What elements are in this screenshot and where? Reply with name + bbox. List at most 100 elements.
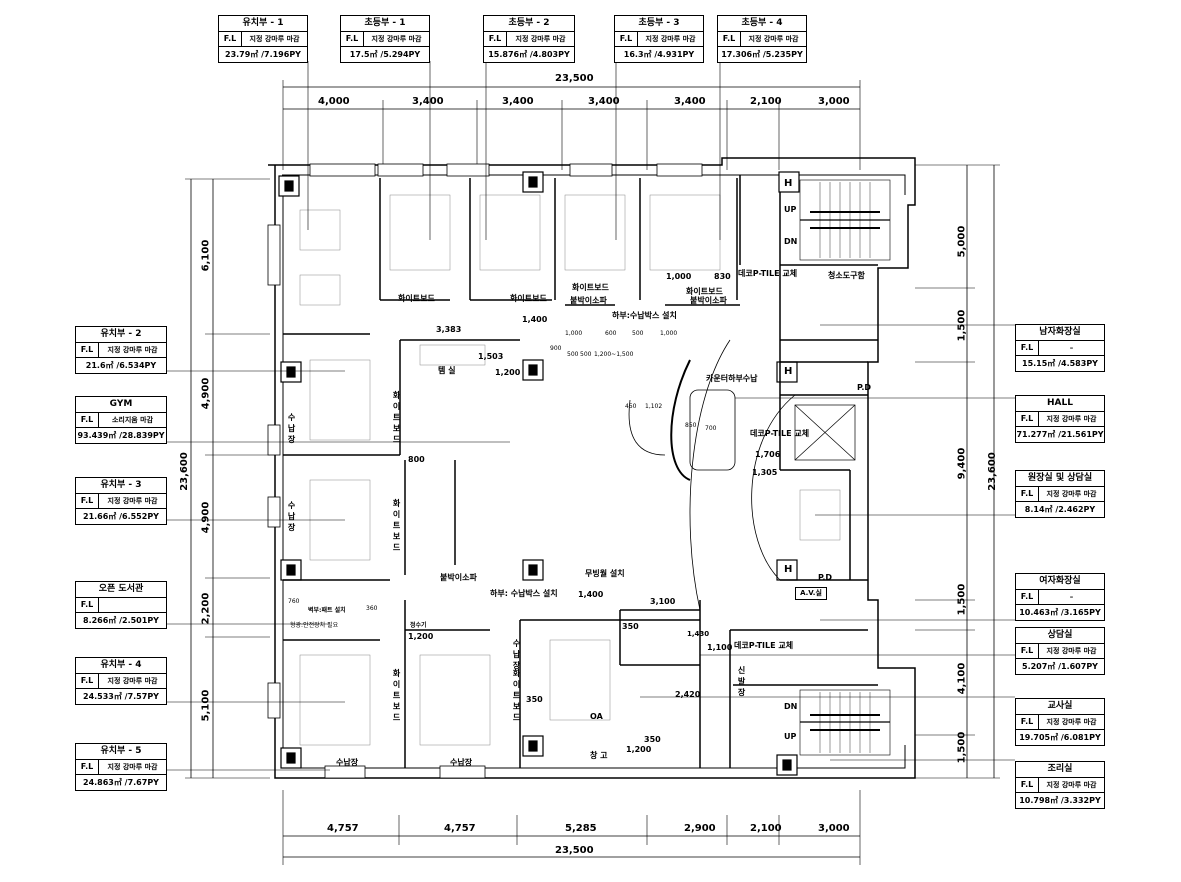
room-name: 남자화장실: [1016, 325, 1104, 341]
label-storage-v1: 수납장: [287, 413, 296, 444]
area: 24.533㎡ /7.57PY: [83, 692, 159, 701]
dim-500-3: 500: [580, 351, 592, 358]
dim-500-1: 500: [632, 330, 644, 337]
dim-bottom-3: 5,285: [565, 823, 597, 834]
area: 21.66㎡ /6.552PY: [83, 512, 159, 521]
label-duct: 하부:수납박스 설치: [612, 311, 677, 320]
dim-left-3: 4,900: [200, 501, 212, 534]
dim-600: 600: [605, 330, 617, 337]
label-temple: 템 실: [438, 366, 456, 375]
floor-level: F.L: [76, 674, 99, 688]
dim-right-6: 1,500: [956, 731, 968, 764]
dim-top-1: 4,000: [318, 96, 350, 107]
label-whiteboard-1: 화이트보드: [398, 294, 435, 303]
dim-3100: 3,100: [650, 597, 676, 606]
dim-2420: 2,420: [675, 690, 701, 699]
dim-700: 700: [705, 425, 717, 432]
label-whiteboard-v1: 화이트보드: [392, 391, 401, 444]
finish: 지정 강마루 마감: [1046, 415, 1097, 423]
dim-bottom-4: 2,900: [684, 823, 716, 834]
label-up-1: UP: [784, 205, 797, 214]
label-storage-h1: 수납장: [336, 758, 359, 767]
dim-1305: 1,305: [752, 468, 778, 477]
finish: 지정 강마루 마감: [748, 35, 799, 43]
finish: 소리지움 마감: [111, 416, 154, 424]
label-moving-wall: 무빙월 설치: [585, 569, 625, 578]
dim-850: 850: [685, 422, 697, 429]
dim-1400-2: 1,400: [578, 590, 604, 599]
finish: 지정 강마루 마감: [107, 763, 158, 771]
dim-830: 830: [714, 272, 731, 281]
dim-bottom-5: 2,100: [750, 823, 782, 834]
dim-1200-2: 1,200: [408, 632, 434, 641]
area: 24.863㎡ /7.67PY: [83, 778, 159, 787]
dim-left-2: 4,900: [200, 377, 212, 410]
label-deco-tile-1: 데코P-TILE 교체: [738, 269, 798, 278]
finish: 지정 강마루 마감: [515, 35, 566, 43]
label-whiteboard-4: 화이트보드: [686, 287, 723, 296]
area: 19.705㎡ /6.081PY: [1019, 733, 1101, 742]
label-deco-tile-3: 데코P-TILE 교체: [734, 641, 794, 650]
dim-1200: 1,200: [495, 368, 521, 377]
finish: 지정 강마루 마감: [249, 35, 300, 43]
room-name: 조리실: [1016, 762, 1104, 778]
area: 17.5㎡ /5.294PY: [349, 50, 421, 59]
finish: 지정 강마루 마감: [1046, 647, 1097, 655]
room-name: 유치부 - 3: [76, 478, 166, 494]
label-wall-cabinet: 벽부:패트 설치: [308, 607, 346, 614]
dim-right-4: 1,500: [956, 583, 968, 616]
dim-800: 800: [408, 455, 425, 464]
room-name: GYM: [76, 397, 166, 413]
floor-level: F.L: [341, 32, 364, 46]
floor-level: F.L: [1016, 487, 1039, 501]
floor-level: F.L: [615, 32, 638, 46]
room-name: 초등부 - 2: [484, 16, 574, 32]
dim-1000-1: 1,000: [666, 272, 692, 281]
floor-level: F.L: [1016, 341, 1039, 355]
floor-level: F.L: [1016, 412, 1039, 426]
label-storage-v3: 수납장: [512, 639, 521, 670]
dim-900: 900: [550, 345, 562, 352]
dim-760: 760: [288, 598, 300, 605]
label-whiteboard-v4: 화이트보드: [512, 669, 521, 722]
label-duct-2: 하부: 수납박스 설치: [490, 589, 558, 598]
floor-level: F.L: [1016, 778, 1039, 792]
label-h-2: H: [784, 366, 793, 377]
label-h-1: H: [784, 178, 793, 189]
label-up-2: UP: [784, 732, 797, 741]
dim-left-1: 6,100: [200, 239, 212, 272]
dim-left-total: 23,600: [178, 452, 190, 491]
label-whiteboard-2: 화이트보드: [510, 294, 547, 303]
dim-1000-2: 1,000: [565, 330, 583, 337]
floor-level: F.L: [1016, 590, 1039, 604]
dim-bottom-6: 3,000: [818, 823, 850, 834]
finish: 지정 강마루 마감: [107, 497, 158, 505]
area: 71.277㎡ /21.561PY: [1016, 430, 1104, 439]
area: 10.798㎡ /3.332PY: [1019, 796, 1101, 805]
label-sofa-2: 붙박이소파: [690, 296, 727, 305]
label-sofa-1: 붙박이소파: [570, 296, 607, 305]
area: 16.3㎡ /4.931PY: [623, 50, 695, 59]
dim-right-5: 4,100: [956, 662, 968, 695]
label-water: 정수기: [410, 622, 427, 629]
label-oa: OA: [590, 712, 603, 721]
dim-1100: 1,100: [707, 643, 733, 652]
label-dn-2: DN: [784, 702, 798, 711]
label-deco-tile-2: 데코P-TILE 교체: [750, 429, 810, 438]
room-name: 상담실: [1016, 628, 1104, 644]
area: 5.207㎡ /1.607PY: [1022, 662, 1098, 671]
room-name: 여자화장실: [1016, 574, 1104, 590]
label-shoe: 신발장: [737, 666, 746, 697]
dim-3383: 3,383: [436, 325, 462, 334]
label-whiteboard-3: 화이트보드: [572, 283, 609, 292]
